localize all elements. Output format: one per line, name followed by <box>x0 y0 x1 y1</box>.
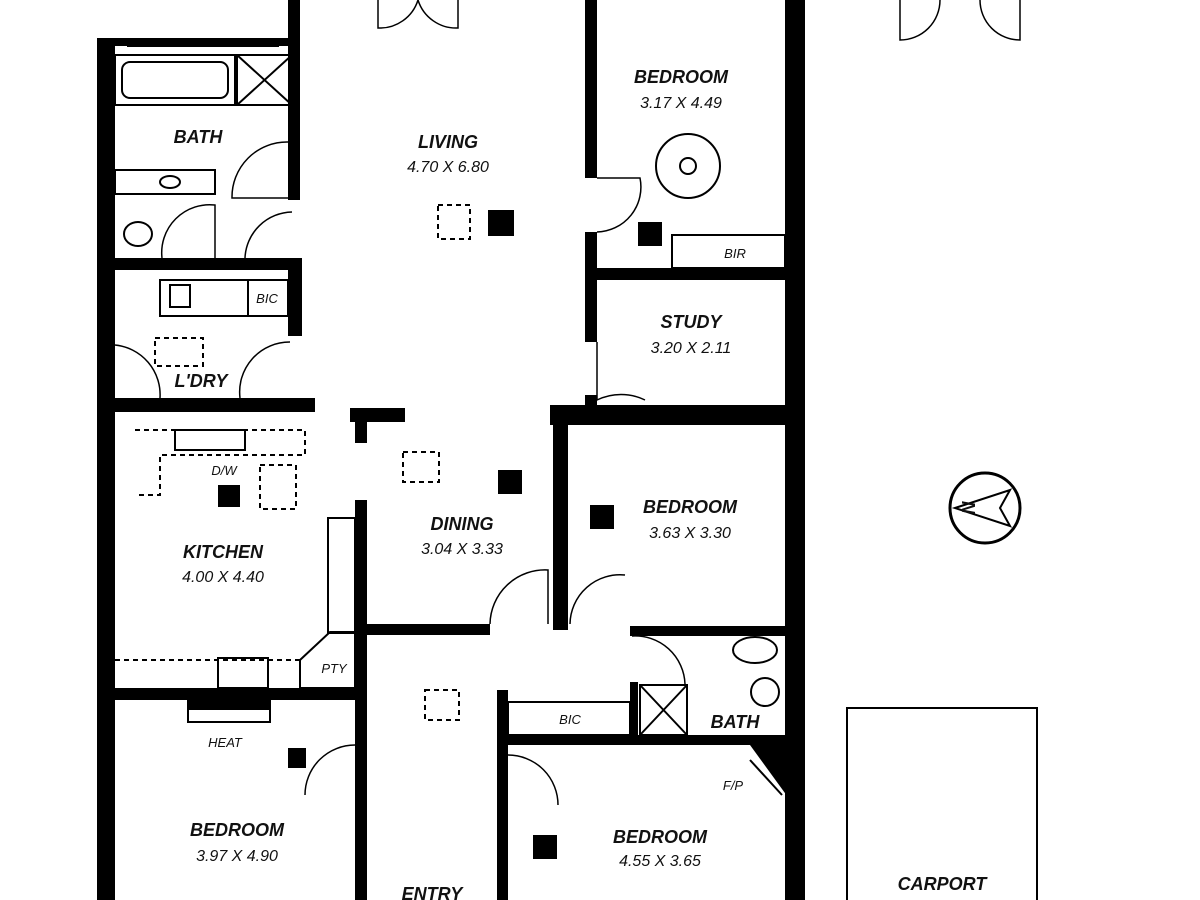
kitchen-label: KITCHEN <box>183 542 264 562</box>
fixtures <box>114 54 1038 900</box>
fireplace-label: F/P <box>723 778 744 793</box>
dining-size: 3.04 X 3.33 <box>421 541 503 558</box>
compass-label: N <box>959 501 979 515</box>
pantry-label: PTY <box>321 661 348 676</box>
heater-label: HEAT <box>208 735 243 750</box>
room-labels: LIVING 4.70 X 6.80 BEDROOM 3.17 X 4.49 B… <box>174 67 989 900</box>
study-label: STUDY <box>660 312 723 332</box>
bedroom4-size: 4.55 X 3.65 <box>619 853 701 870</box>
north-compass-icon: N <box>948 471 1022 545</box>
kitchen-size: 4.00 X 4.40 <box>182 569 264 586</box>
living-label: LIVING <box>418 132 478 152</box>
bedroom3-label: BEDROOM <box>190 820 285 840</box>
laundry-bic-label: BIC <box>256 291 278 306</box>
carport-label: CARPORT <box>898 874 989 894</box>
bath1-label: BATH <box>174 127 224 147</box>
bir-label: BIR <box>724 246 746 261</box>
bedroom2-label: BEDROOM <box>643 497 738 517</box>
bedroom1-size: 3.17 X 4.49 <box>640 95 722 112</box>
doors <box>114 0 1021 806</box>
hall-bic-label: BIC <box>559 712 581 727</box>
study-size: 3.20 X 2.11 <box>651 340 732 357</box>
bedroom4-label: BEDROOM <box>613 827 708 847</box>
laundry-label: L'DRY <box>175 371 230 391</box>
bedroom1-label: BEDROOM <box>634 67 729 87</box>
entry-label: ENTRY <box>402 884 465 900</box>
bedroom2-size: 3.63 X 3.30 <box>649 525 731 542</box>
bath2-label: BATH <box>711 712 761 732</box>
living-size: 4.70 X 6.80 <box>407 159 489 176</box>
windows <box>99 4 802 881</box>
bedroom3-size: 3.97 X 4.90 <box>196 848 278 865</box>
dishwasher-label: D/W <box>211 463 238 478</box>
dining-label: DINING <box>431 514 494 534</box>
